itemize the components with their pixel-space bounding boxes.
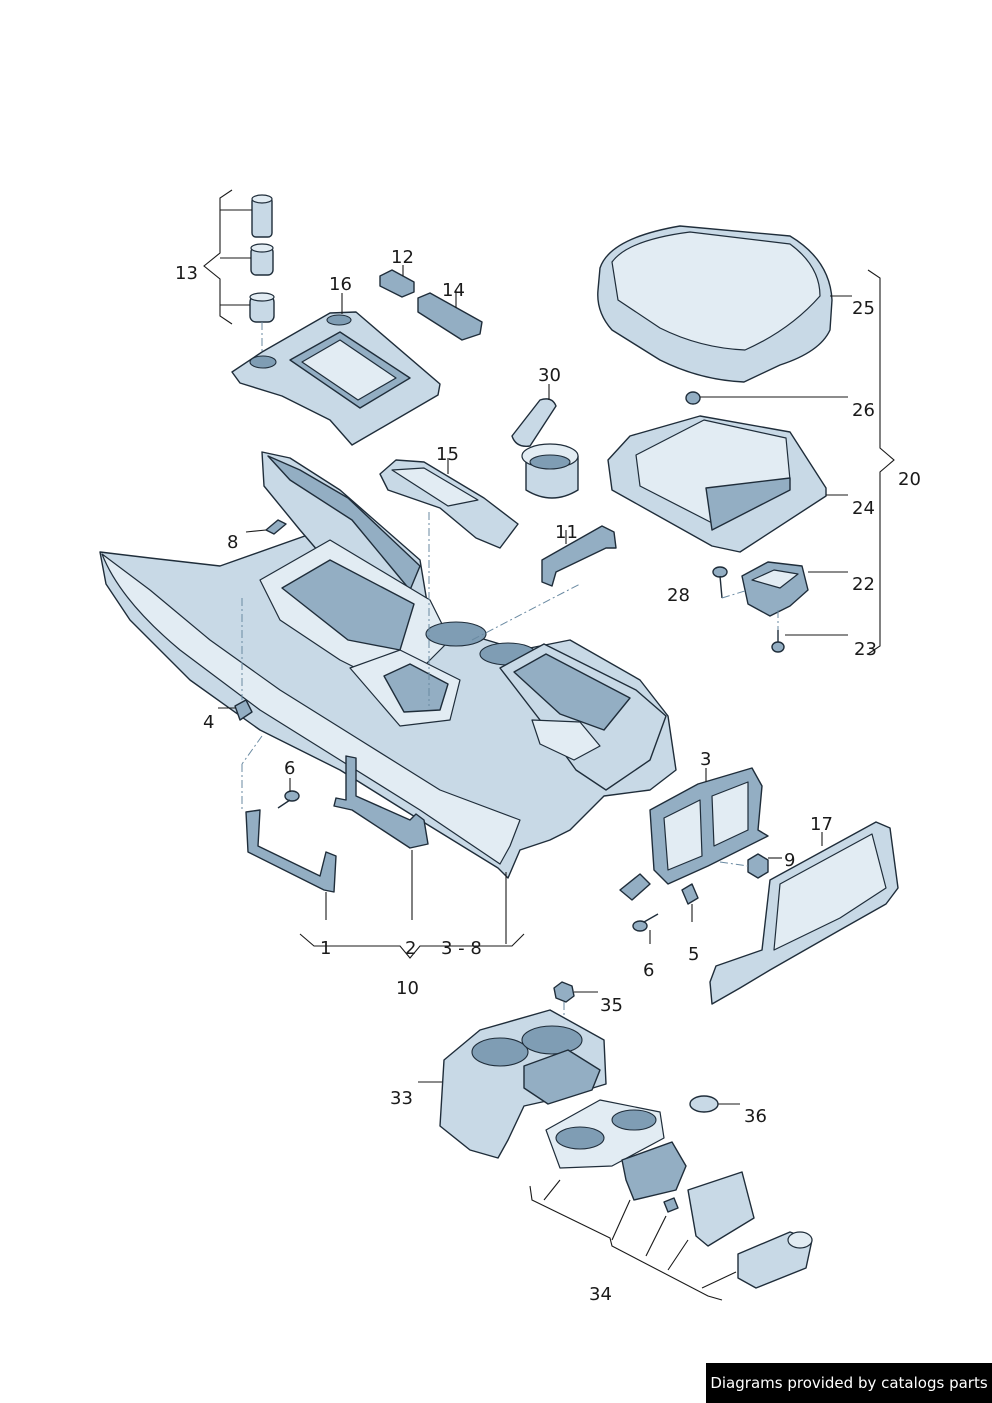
part-15-lid-cover [379, 458, 519, 549]
callout-12: 12 [391, 247, 414, 268]
part-34-spring-clip [663, 1197, 679, 1213]
part-34-flap [687, 1171, 755, 1247]
callout-2: 2 [405, 938, 416, 959]
part-6-screw-right [619, 873, 659, 944]
part-33-cup-trim [418, 1009, 607, 1159]
callout-3-8: 3 - 8 [441, 938, 482, 959]
callout-24: 24 [852, 498, 875, 519]
part-36-cap [689, 1095, 740, 1113]
part-5-clip [681, 883, 699, 922]
callout-6-right: 6 [643, 960, 654, 981]
callout-14: 14 [442, 280, 465, 301]
part-6-screw-left [277, 778, 300, 809]
part-11-bracket [541, 525, 617, 587]
part-8-clip [245, 519, 287, 535]
callout-9: 9 [784, 850, 795, 871]
part-14-switch-strip [417, 290, 483, 341]
callout-11: 11 [555, 522, 578, 543]
callout-20: 20 [898, 469, 921, 490]
part-2-bracket [333, 755, 429, 920]
part-34-roller-housing [737, 1231, 813, 1289]
callout-26: 26 [852, 400, 875, 421]
part-16-trim-frame [231, 293, 441, 446]
callout-4: 4 [203, 712, 214, 733]
part-28-screw [712, 566, 749, 599]
callout-5: 5 [688, 944, 699, 965]
callout-23: 23 [854, 639, 877, 660]
callout-8: 8 [227, 532, 238, 553]
part-24-storage-box [607, 415, 848, 553]
part-9-nut [719, 853, 782, 879]
part-23-screw [771, 610, 848, 653]
part-20-bracket [867, 269, 895, 655]
callout-34: 34 [589, 1284, 612, 1305]
part-25-armrest-cushion [597, 225, 852, 383]
callout-36: 36 [744, 1106, 767, 1127]
callout-17: 17 [810, 814, 833, 835]
callout-33: 33 [390, 1088, 413, 1109]
part-34-bracket [529, 1185, 723, 1301]
callout-15: 15 [436, 444, 459, 465]
watermark-banner: Diagrams provided by catalogs parts [706, 1363, 992, 1403]
part-12-switch [379, 265, 415, 298]
callout-22: 22 [852, 574, 875, 595]
callout-25: 25 [852, 298, 875, 319]
callout-16: 16 [329, 274, 352, 295]
callout-35: 35 [600, 995, 623, 1016]
callout-3: 3 [700, 749, 711, 770]
part-34-cup-ring [545, 1099, 665, 1169]
callout-6-left: 6 [284, 758, 295, 779]
part-17-side-panel [709, 821, 899, 1005]
part-34-latch-mechanism [621, 1141, 687, 1201]
part-10-bracket [299, 933, 525, 959]
callout-28: 28 [667, 585, 690, 606]
part-22-hinge-bracket [741, 561, 848, 617]
callout-30: 30 [538, 365, 561, 386]
callout-1: 1 [320, 938, 331, 959]
part-13-bushings [203, 189, 275, 358]
main-center-console [99, 451, 677, 879]
part-3-rear-frame [649, 767, 769, 885]
callout-13: 13 [175, 263, 198, 284]
part-26-clip [685, 391, 848, 405]
part-30-cup-insert [511, 384, 579, 499]
callout-10: 10 [396, 978, 419, 999]
part-1-bracket [245, 809, 337, 920]
part-4-clip [218, 699, 253, 721]
